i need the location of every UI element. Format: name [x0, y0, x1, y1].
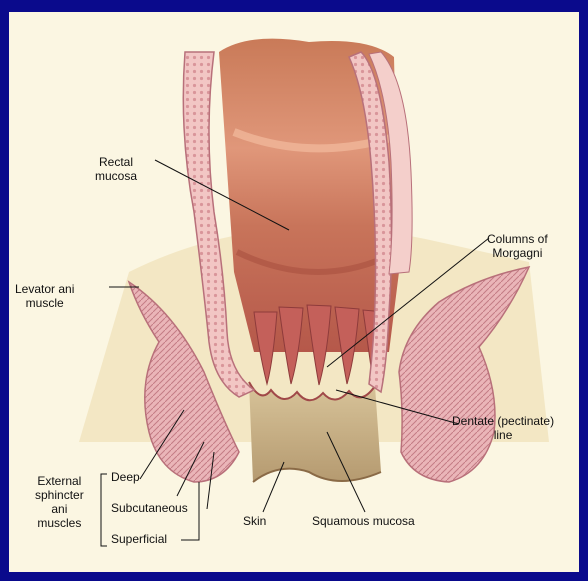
label-dentate-line: Dentate (pectinate) line — [452, 414, 554, 442]
external-sphincter-bracket — [101, 474, 107, 546]
label-rectal-mucosa: Rectal mucosa — [95, 155, 137, 183]
label-deep: Deep — [111, 470, 140, 484]
label-subcutaneous: Subcutaneous — [111, 501, 188, 515]
illustration-panel: Rectal mucosa Columns of Morgagni Levato… — [9, 12, 579, 572]
label-squamous-mucosa: Squamous mucosa — [312, 514, 415, 528]
anal-canal-illustration — [9, 12, 579, 572]
label-levator-ani-muscle: Levator ani muscle — [15, 282, 74, 310]
label-external-sphincter: External sphincter ani muscles — [35, 474, 84, 530]
label-columns-of-morgagni: Columns of Morgagni — [487, 232, 548, 260]
label-skin: Skin — [243, 514, 266, 528]
label-superficial: Superficial — [111, 532, 167, 546]
